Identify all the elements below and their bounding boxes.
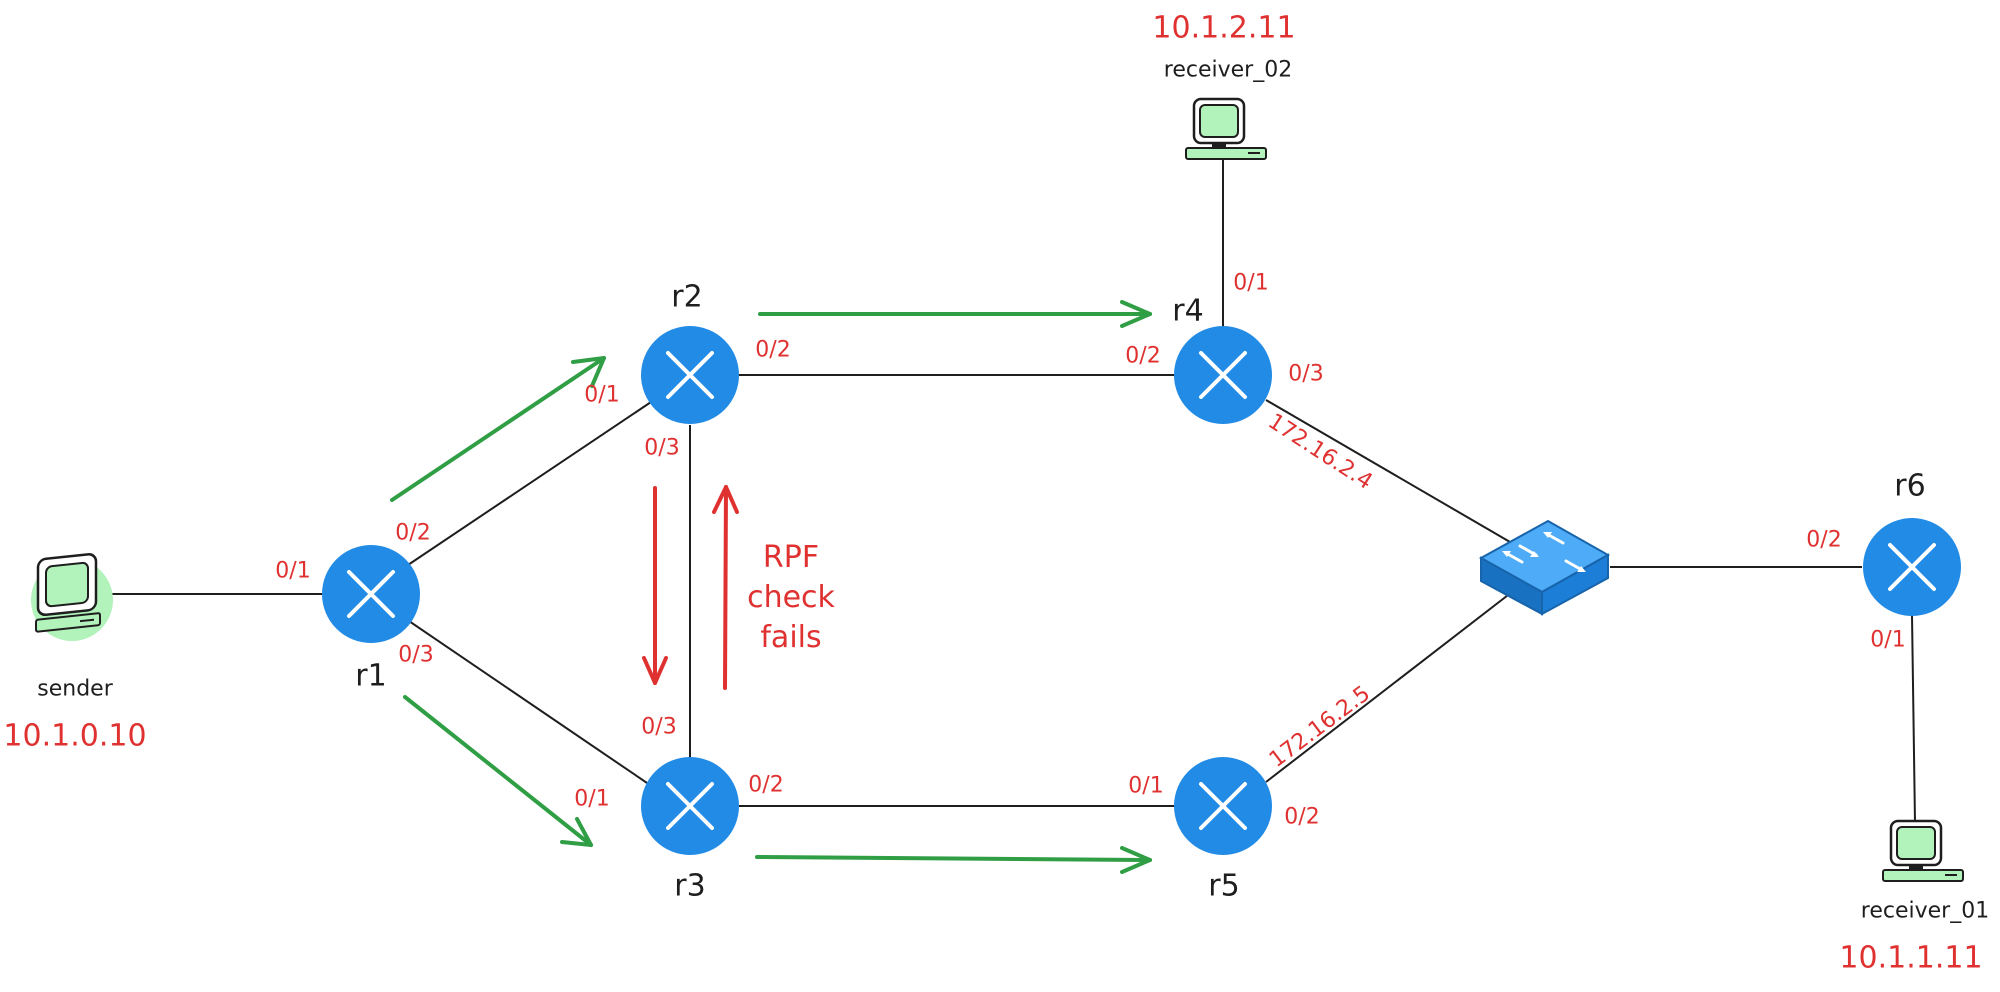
- router-icon[interactable]: [641, 326, 739, 424]
- router-label-r3: r3: [674, 868, 706, 904]
- router-icon[interactable]: [1863, 518, 1961, 616]
- switch-ip-r5: 172.16.2.5: [1264, 681, 1376, 773]
- port-label-r2-r1: 0/1: [584, 382, 620, 408]
- port-label-r2-r4: 0/2: [755, 337, 791, 363]
- host-label-receiver-02: receiver_02: [1163, 57, 1293, 83]
- rpf-annotation-line2: check: [747, 580, 835, 615]
- port-label-r3-r5: 0/2: [748, 772, 784, 798]
- router-icon[interactable]: [1174, 326, 1272, 424]
- router-label-r5: r5: [1208, 868, 1240, 904]
- flow-arrow-r1-r2: [390, 356, 606, 502]
- flow-arrow-r3-r5: [755, 846, 1152, 874]
- router-icon[interactable]: [1174, 757, 1272, 855]
- router-label-r2: r2: [671, 279, 703, 315]
- router-label-r6: r6: [1894, 468, 1926, 504]
- rpf-arrows: [642, 485, 739, 690]
- port-label-r1-sender: 0/1: [275, 558, 311, 584]
- host-label-sender: sender: [37, 676, 113, 702]
- ip-label-receiver-02: 10.1.2.11: [1152, 10, 1296, 46]
- port-label-r3-r2: 0/3: [641, 714, 677, 740]
- router-label-r1: r1: [355, 658, 387, 694]
- flow-arrow-r1-r3: [403, 695, 593, 847]
- port-label-r4-switch: 0/3: [1288, 361, 1324, 387]
- link-r1-r3: [405, 618, 651, 786]
- switch-ip-r4: 172.16.2.4: [1263, 409, 1377, 495]
- rpf-arrow-down: [642, 486, 668, 685]
- port-label-r4-receiver02: 0/1: [1233, 270, 1269, 296]
- port-label-r1-r3: 0/3: [398, 642, 434, 668]
- link-r1-r2: [401, 399, 655, 570]
- port-label-r6-receiver01: 0/1: [1870, 627, 1906, 653]
- switch-icon[interactable]: [1478, 519, 1611, 616]
- ip-label-sender: 10.1.0.10: [3, 718, 147, 754]
- flow-arrows: [390, 300, 1152, 874]
- link-r5-switch: [1265, 591, 1513, 783]
- rpf-arrow-up: [712, 485, 739, 690]
- rpf-annotation: RPF check fails: [747, 538, 835, 658]
- port-label-r5-r3: 0/1: [1128, 773, 1164, 799]
- router-icon[interactable]: [322, 545, 420, 643]
- computer-icon[interactable]: [1882, 819, 1964, 882]
- flow-arrow-r2-r4: [758, 300, 1152, 328]
- port-label-r6-switch: 0/2: [1806, 527, 1842, 553]
- computer-icon[interactable]: [1185, 97, 1267, 160]
- ip-label-receiver-01: 10.1.1.11: [1839, 940, 1983, 976]
- computer-icon[interactable]: [31, 553, 113, 641]
- link-r4-switch: [1265, 399, 1511, 543]
- router-label-r4: r4: [1172, 293, 1204, 329]
- port-label-r4-r2: 0/2: [1125, 343, 1161, 369]
- port-label-r1-r2: 0/2: [395, 520, 431, 546]
- port-label-r2-r3: 0/3: [644, 435, 680, 461]
- rpf-annotation-line3: fails: [760, 620, 822, 655]
- host-label-receiver-01: receiver_01: [1860, 898, 1990, 924]
- router-icon[interactable]: [641, 757, 739, 855]
- links: [112, 158, 1916, 824]
- link-r6-receiver01: [1911, 614, 1916, 824]
- port-label-r5-switch: 0/2: [1284, 804, 1320, 830]
- rpf-annotation-line1: RPF: [762, 540, 820, 575]
- routers: [322, 326, 1961, 855]
- port-label-r3-r1: 0/1: [574, 786, 610, 812]
